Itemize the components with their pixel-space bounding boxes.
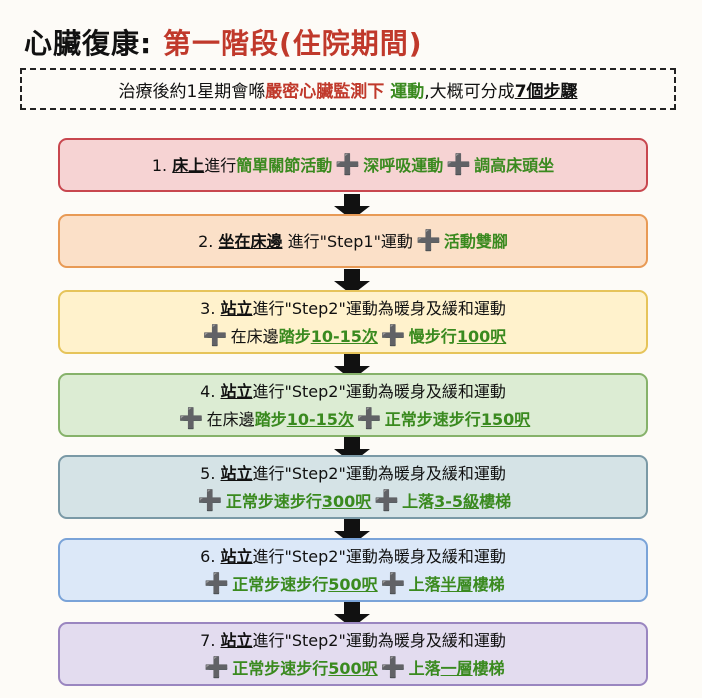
step-2-box: 2. 坐在床邊 進行"Step1"運動➕活動雙腳 bbox=[58, 214, 648, 268]
step-position: 坐在床邊 bbox=[218, 232, 283, 251]
step-activity: 踏步 bbox=[278, 326, 311, 346]
step-activity: 簡單關節活動 bbox=[236, 156, 333, 175]
step-position: 站立 bbox=[220, 546, 253, 566]
intro-text-1: 治療後約1星期會喺 bbox=[118, 81, 266, 102]
step-activity: 正常步速步行 bbox=[225, 491, 322, 511]
plus-icon: ➕ bbox=[374, 487, 400, 512]
step-4-line-1: 4. 站立進行"Step2"運動為暖身及緩和運動 bbox=[200, 378, 506, 405]
step-distance: 500呎 bbox=[328, 658, 378, 678]
title-phase: 第一階段(住院期間) bbox=[162, 27, 423, 60]
down-arrow-icon bbox=[334, 437, 370, 463]
plus-icon: ➕ bbox=[380, 654, 406, 679]
step-number: 6. bbox=[200, 546, 216, 566]
step-activity: 正常步速步行 bbox=[384, 409, 481, 429]
step-number: 7. bbox=[200, 630, 216, 650]
step-2-line-1: 2. 坐在床邊 進行"Step1"運動➕活動雙腳 bbox=[198, 227, 508, 255]
step-distance: 100呎 bbox=[456, 326, 507, 346]
step-position: 站立 bbox=[220, 381, 253, 401]
step-number: 3. bbox=[200, 298, 216, 318]
step-4-line-2: ➕在床邊踏步10-15次➕正常步速步行150呎 bbox=[176, 405, 530, 433]
step-activity: 上落 bbox=[408, 574, 441, 594]
plus-icon: ➕ bbox=[204, 654, 230, 679]
plus-icon: ➕ bbox=[446, 152, 472, 176]
step-text: 進行"Step2"運動為暖身及緩和運動 bbox=[252, 298, 506, 318]
step-distance: 150呎 bbox=[480, 409, 531, 429]
down-arrow-icon bbox=[334, 354, 370, 380]
step-text: 進行"Step1"運動 bbox=[287, 232, 413, 251]
step-position: 站立 bbox=[220, 463, 253, 483]
step-activity: 深呼吸運動 bbox=[363, 156, 444, 175]
step-7-line-2: ➕正常步速步行500呎➕上落一層樓梯 bbox=[201, 654, 504, 682]
step-distance: 500呎 bbox=[328, 574, 378, 594]
step-text: 進行"Step2"運動為暖身及緩和運動 bbox=[252, 630, 506, 650]
step-number: 4. bbox=[200, 381, 216, 401]
step-activity: 正常步速步行 bbox=[232, 574, 329, 594]
step-number: 1. bbox=[151, 156, 168, 175]
plus-icon: ➕ bbox=[197, 487, 223, 512]
step-5-line-1: 5. 站立進行"Step2"運動為暖身及緩和運動 bbox=[200, 460, 506, 487]
intro-highlight-exercise: 運動 bbox=[390, 81, 425, 102]
step-activity: 慢步行 bbox=[408, 326, 457, 346]
step-activity: 正常步速步行 bbox=[232, 658, 329, 678]
title-separator: : bbox=[140, 27, 153, 60]
step-position: 站立 bbox=[220, 630, 253, 650]
plus-icon: ➕ bbox=[335, 152, 361, 176]
down-arrow-icon bbox=[334, 602, 370, 628]
step-stairs: 3-5級 bbox=[434, 491, 480, 511]
step-3-box: 3. 站立進行"Step2"運動為暖身及緩和運動 ➕在床邊踏步10-15次➕慢步… bbox=[58, 290, 648, 354]
page-title: 心臟復康: 第一階段(住院期間) bbox=[24, 22, 423, 62]
step-3-line-1: 3. 站立進行"Step2"運動為暖身及緩和運動 bbox=[200, 295, 506, 322]
step-stairs: 半層 bbox=[440, 574, 473, 594]
step-activity: 活動雙腳 bbox=[443, 232, 508, 251]
down-arrow-icon bbox=[334, 194, 370, 220]
step-text: 進行"Step2"運動為暖身及緩和運動 bbox=[252, 381, 506, 401]
plus-icon: ➕ bbox=[415, 228, 441, 252]
step-6-line-1: 6. 站立進行"Step2"運動為暖身及緩和運動 bbox=[200, 543, 506, 570]
step-distance: 300呎 bbox=[321, 491, 372, 511]
step-3-line-2: ➕在床邊踏步10-15次➕慢步行100呎 bbox=[200, 322, 506, 350]
step-activity: 樓梯 bbox=[479, 491, 512, 511]
plus-icon: ➕ bbox=[178, 405, 204, 430]
step-activity: 踏步 bbox=[254, 409, 287, 429]
intro-highlight-monitoring: 嚴密心臟監測下 bbox=[265, 81, 385, 102]
step-activity: 樓梯 bbox=[472, 658, 505, 678]
intro-highlight-steps: 7個步驟 bbox=[514, 81, 578, 102]
step-number: 2. bbox=[198, 232, 214, 251]
down-arrow-icon bbox=[334, 269, 370, 295]
down-arrow-icon bbox=[334, 519, 370, 545]
step-count: 10-15次 bbox=[310, 326, 378, 346]
step-6-box: 6. 站立進行"Step2"運動為暖身及緩和運動 ➕正常步速步行500呎➕上落半… bbox=[58, 538, 648, 602]
step-7-line-1: 7. 站立進行"Step2"運動為暖身及緩和運動 bbox=[200, 627, 506, 654]
step-stairs: 一層 bbox=[440, 658, 473, 678]
step-text: 進行"Step2"運動為暖身及緩和運動 bbox=[252, 463, 506, 483]
step-number: 5. bbox=[200, 463, 216, 483]
step-activity: 上落 bbox=[408, 658, 441, 678]
step-location: 在床邊 bbox=[206, 409, 255, 429]
title-main: 心臟復康 bbox=[24, 27, 141, 60]
step-text: 進行"Step2"運動為暖身及緩和運動 bbox=[252, 546, 506, 566]
plus-icon: ➕ bbox=[202, 322, 228, 347]
step-5-box: 5. 站立進行"Step2"運動為暖身及緩和運動 ➕正常步速步行300呎➕上落3… bbox=[58, 455, 648, 519]
step-count: 10-15次 bbox=[286, 409, 354, 429]
intro-text-2: ,大概可分成 bbox=[424, 81, 515, 102]
plus-icon: ➕ bbox=[380, 570, 406, 595]
step-activity: 調高床頭坐 bbox=[474, 156, 555, 175]
step-position: 床上 bbox=[172, 156, 205, 175]
step-location: 在床邊 bbox=[230, 326, 279, 346]
step-1-line-1: 1. 床上進行簡單關節活動➕深呼吸運動➕調高床頭坐 bbox=[152, 151, 554, 179]
step-position: 站立 bbox=[220, 298, 253, 318]
plus-icon: ➕ bbox=[356, 405, 382, 430]
step-1-box: 1. 床上進行簡單關節活動➕深呼吸運動➕調高床頭坐 bbox=[58, 138, 648, 192]
step-5-line-2: ➕正常步速步行300呎➕上落3-5級樓梯 bbox=[195, 487, 511, 515]
step-activity: 上落 bbox=[402, 491, 435, 511]
plus-icon: ➕ bbox=[204, 570, 230, 595]
step-4-box: 4. 站立進行"Step2"運動為暖身及緩和運動 ➕在床邊踏步10-15次➕正常… bbox=[58, 373, 648, 437]
step-text: 進行 bbox=[204, 156, 237, 175]
step-6-line-2: ➕正常步速步行500呎➕上落半層樓梯 bbox=[201, 570, 504, 598]
step-activity: 樓梯 bbox=[472, 574, 505, 594]
step-7-box: 7. 站立進行"Step2"運動為暖身及緩和運動 ➕正常步速步行500呎➕上落一… bbox=[58, 622, 648, 686]
plus-icon: ➕ bbox=[380, 322, 406, 347]
